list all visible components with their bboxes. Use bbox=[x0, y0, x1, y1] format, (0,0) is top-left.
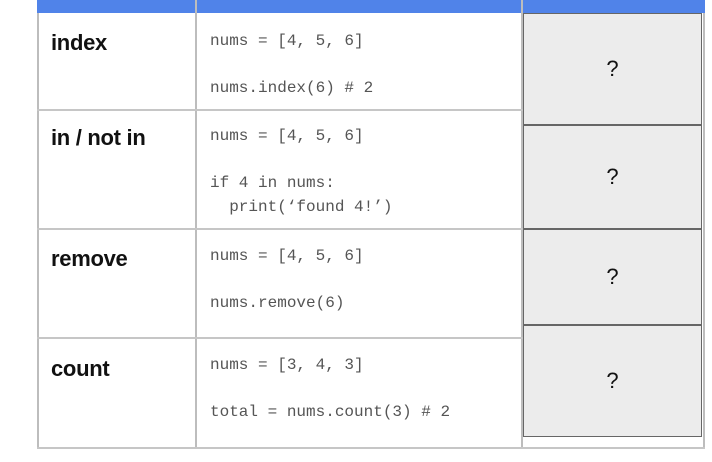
term-count: count bbox=[51, 356, 110, 381]
answer-box-count[interactable]: ? bbox=[523, 325, 702, 437]
term-remove: remove bbox=[51, 246, 128, 271]
answer-box-index[interactable]: ? bbox=[523, 13, 702, 125]
answer-placeholder: ? bbox=[606, 56, 619, 81]
code-line: nums = [4, 5, 6] bbox=[210, 127, 364, 145]
answer-placeholder: ? bbox=[606, 368, 619, 393]
code-line: nums = [4, 5, 6] bbox=[210, 32, 364, 50]
answer-box-remove[interactable]: ? bbox=[523, 229, 702, 325]
code-line: nums.remove(6) bbox=[210, 294, 345, 312]
answer-placeholder: ? bbox=[606, 164, 619, 189]
row-divider-3 bbox=[37, 337, 523, 339]
table-border-right bbox=[703, 13, 705, 449]
code-line: nums = [4, 5, 6] bbox=[210, 247, 364, 265]
code-line: if 4 in nums: bbox=[210, 174, 335, 192]
column-divider-2 bbox=[521, 0, 523, 449]
table-border-bottom bbox=[37, 447, 705, 449]
answer-box-in-not-in[interactable]: ? bbox=[523, 125, 702, 229]
code-line: nums.index(6) # 2 bbox=[210, 79, 374, 97]
answer-placeholder: ? bbox=[606, 264, 619, 289]
code-line: nums = [3, 4, 3] bbox=[210, 356, 364, 374]
code-line: total = nums.count(3) # 2 bbox=[210, 403, 451, 421]
code-line: print(‘found 4!’) bbox=[210, 198, 393, 216]
column-divider-1 bbox=[195, 0, 197, 449]
row-divider-2 bbox=[37, 228, 523, 230]
row-divider-1 bbox=[37, 109, 523, 111]
table-border-left bbox=[37, 13, 39, 449]
table-header-band bbox=[37, 0, 705, 13]
term-index: index bbox=[51, 30, 107, 55]
term-in-not-in: in / not in bbox=[51, 125, 146, 150]
